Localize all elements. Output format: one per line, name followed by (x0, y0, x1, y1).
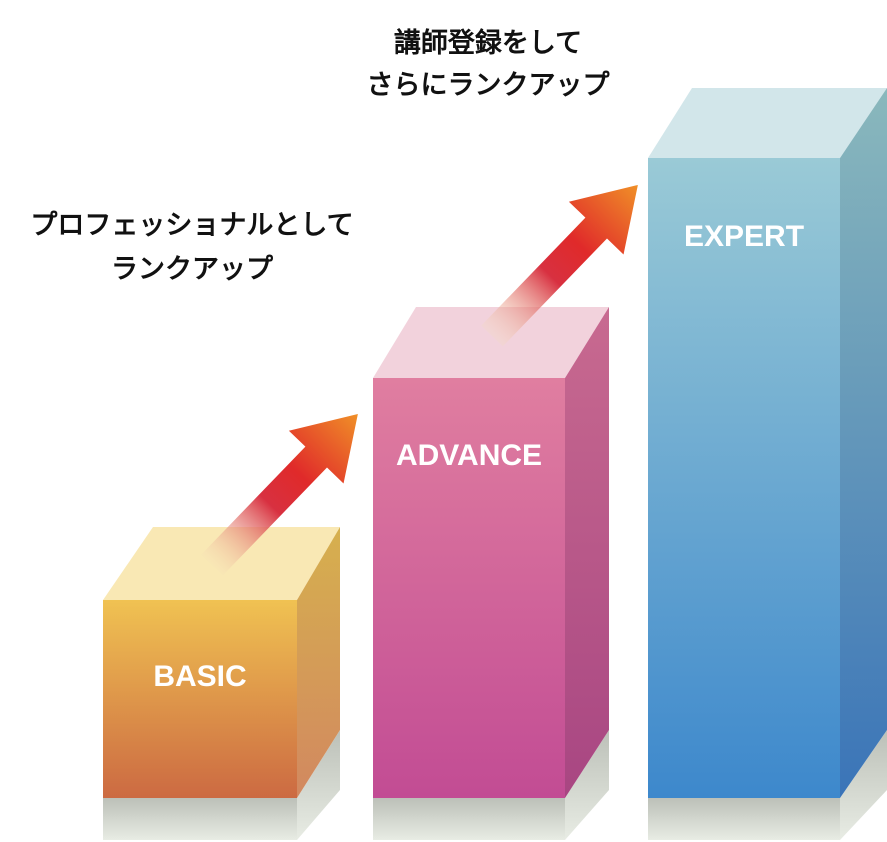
arrow-up-icon (481, 184, 638, 347)
headline-left-line2: ランクアップ (111, 254, 274, 285)
headline-top-line2: さらにランクアップ (367, 70, 611, 101)
basic-block: BASIC (103, 527, 340, 840)
advance-side (565, 307, 609, 798)
advance-base (373, 798, 565, 840)
expert-top (648, 88, 887, 158)
advance-label: ADVANCE (396, 439, 542, 472)
expert-label: EXPERT (684, 220, 804, 253)
advance-front (373, 378, 565, 798)
basic-base (103, 798, 297, 840)
advance-block: ADVANCE (373, 307, 609, 840)
advance-base-side (565, 730, 609, 840)
expert-side (840, 88, 887, 798)
advance-top (373, 307, 609, 378)
basic-base-side (297, 730, 340, 840)
expert-front (648, 158, 840, 798)
expert-base-side (840, 730, 887, 840)
basic-side (297, 527, 340, 798)
basic-label: BASIC (153, 660, 246, 693)
expert-block: EXPERT (648, 88, 887, 840)
headline-top-line1: 講師登録をして (394, 27, 582, 59)
headline-left-line1: プロフェッショナルとして (30, 210, 353, 241)
expert-base (648, 798, 840, 840)
arrow-up-icon (201, 413, 358, 576)
basic-front (103, 600, 297, 798)
